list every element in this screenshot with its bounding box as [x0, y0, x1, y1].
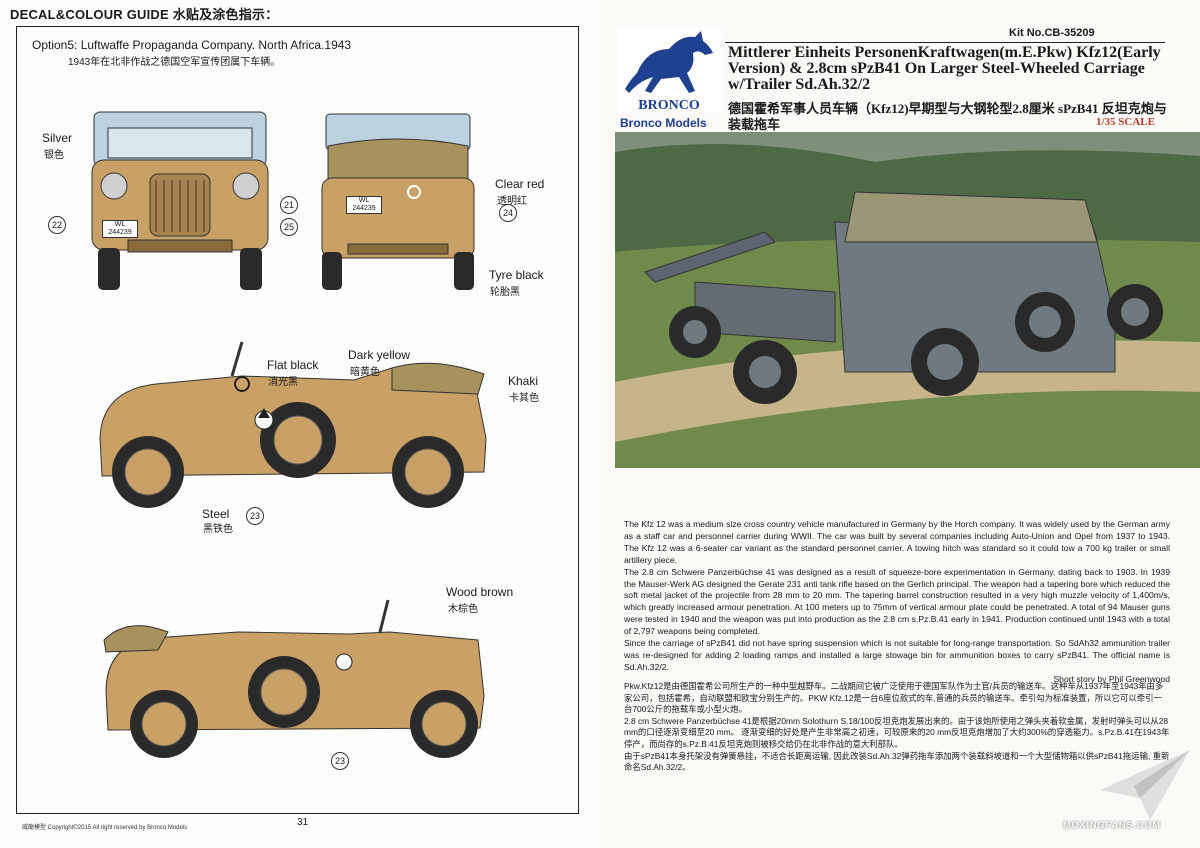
- decal-number-23-a: 23: [246, 507, 264, 525]
- callout-steel: Steel: [202, 507, 230, 521]
- story-paragraph: Since the carriage of sPzB41 did not hav…: [624, 638, 1170, 672]
- paper-plane-watermark-icon: [1100, 750, 1190, 820]
- callout-clear-red-cn: 透明红: [497, 196, 527, 207]
- callout-wood-brown-cn: 木棕色: [448, 604, 478, 615]
- callout-khaki-cn: 卡其色: [509, 393, 539, 404]
- callout-clear-red: Clear red: [495, 177, 545, 191]
- story-text-en: The Kfz 12 was a medium size cross count…: [624, 519, 1170, 686]
- story-paragraph-cn: 2.8 cm Schwere Panzerbüchse 41是根据20mm So…: [624, 715, 1170, 749]
- kit-title-cn: 德国霍希军事人员车辆（Kfz12)早期型与大钢轮型2.8厘米 sPzB41 反坦…: [728, 101, 1167, 132]
- copyright-footer: 威龍模型 Copyright©2015 All right reserved b…: [22, 825, 188, 831]
- instruction-page-left: DECAL&COLOUR GUIDE 水贴及涂色指示： Option5: Luf…: [10, 7, 579, 831]
- decal-number-24: 24: [499, 204, 517, 222]
- story-paragraph: The 2.8 cm Schwere Panzerbüchse 41 was d…: [624, 566, 1170, 637]
- guide-frame: [16, 26, 579, 814]
- front-view-drawing: [91, 111, 269, 290]
- callout-tyre-black-cn: 轮胎黑: [490, 287, 520, 298]
- side-view-right-drawing: [99, 341, 487, 508]
- story-paragraph-cn: Pkw.Kfz12是由德国霍希公司所生产的一种中型越野车。二战期间它被广泛使用于…: [624, 681, 1164, 715]
- decal-number-21: 21: [280, 196, 298, 214]
- option-title-cn: 1943年在北非作战之德国空军宣传团属下车辆。: [68, 57, 281, 68]
- callout-flat-black: Flat black: [267, 358, 319, 372]
- guide-header: DECAL&COLOUR GUIDE 水贴及涂色指示：: [10, 7, 279, 22]
- kit-number-rule: [725, 42, 1165, 43]
- decal-number-25: 25: [280, 218, 298, 236]
- decal-number-23-b: 23: [331, 752, 349, 770]
- callout-flat-black-cn: 消光黑: [268, 377, 298, 388]
- kit-scale: 1/35 SCALE: [1096, 116, 1155, 128]
- story-text-cn: Pkw.Kfz12是由德国霍希公司所生产的一种中型越野车。二战期间它被广泛使用于…: [624, 681, 1170, 774]
- callout-dark-yellow: Dark yellow: [348, 348, 411, 362]
- box-art-illustration: [615, 132, 1200, 468]
- kit-title-en: Mittlerer Einheits PersonenKraftwagen(m.…: [728, 44, 1161, 93]
- callout-silver-cn: 银色: [44, 150, 64, 161]
- watermark-text: MOXINGFANS.COM: [1063, 820, 1162, 830]
- option-title: Option5: Luftwaffe Propaganda Company. N…: [32, 38, 352, 52]
- callout-silver: Silver: [42, 131, 73, 145]
- callout-steel-cn: 黑铁色: [203, 524, 233, 535]
- side-view-left-drawing: [103, 599, 485, 758]
- story-paragraph: The Kfz 12 was a medium size cross count…: [624, 519, 1170, 565]
- rear-view-drawing: [321, 113, 475, 290]
- callout-khaki: Khaki: [508, 374, 539, 388]
- bronco-logo-text: BRONCO: [638, 98, 700, 113]
- decal-number-22: 22: [48, 216, 66, 234]
- bronco-logo: BRONCO: [617, 27, 721, 113]
- brand-name: Bronco Models: [620, 116, 707, 130]
- story-paragraph-cn: 由于sPzB41本身托架没有弹簧悬挂，不适合长距离运输, 因此改装Sd.Ah.3…: [624, 750, 1170, 773]
- callout-dark-yellow-cn: 暗黄色: [350, 367, 380, 378]
- callout-tyre-black: Tyre black: [489, 268, 544, 282]
- callout-wood-brown: Wood brown: [446, 585, 514, 599]
- kit-number: Kit No.CB-35209: [1009, 27, 1095, 39]
- page-number: 31: [297, 817, 309, 828]
- story-credit: Short story by Phil Greenwood: [1053, 673, 1170, 684]
